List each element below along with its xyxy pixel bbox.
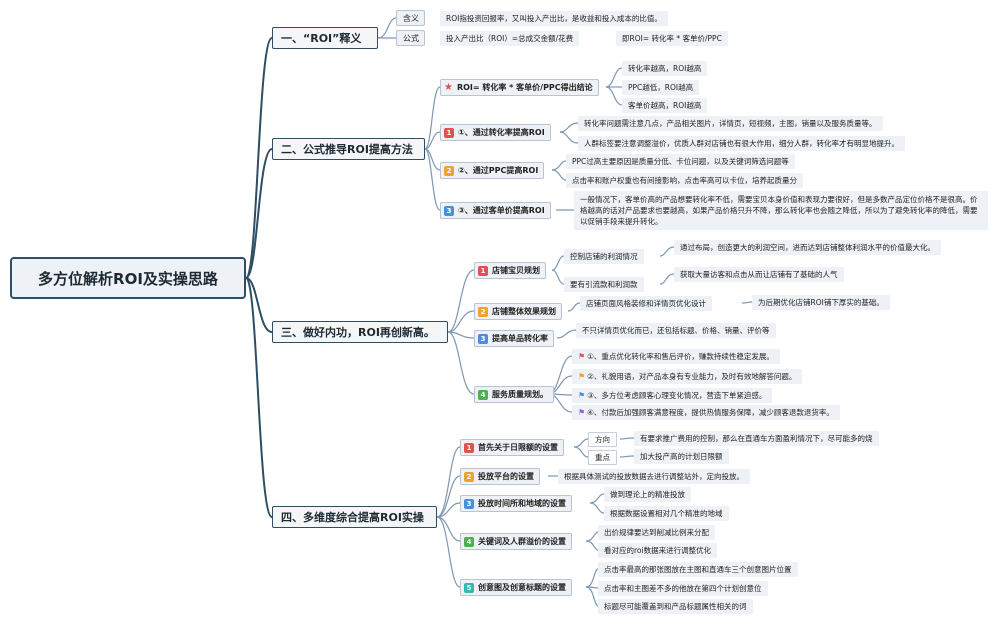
leaf-service-4[interactable]: ⚑④、付款后加强顾客满意程度，提供热情服务保障，减少顾客退款退货率。 (572, 405, 840, 420)
leaf-platform-adjust[interactable]: 根据具体测试的投放数据去进行调整站外，定向投放。 (558, 469, 750, 484)
leaf-profit-layout[interactable]: 通过布局，创造更大的利润空间，进而达到店铺整体利润水平的价值最大化。 (674, 240, 941, 255)
sub-time-region[interactable]: 3 投放时间所和地域的设置 (460, 495, 572, 512)
sub-conversion-method[interactable]: 1 ①、通过转化率提高ROI (440, 124, 551, 141)
leaf-foundation[interactable]: 为后期优化店铺ROI铺下厚实的基础。 (752, 295, 890, 310)
leaf-detail-page-more[interactable]: 不只详情页优化而已，还包括标题、价格、销量、评价等 (576, 323, 776, 338)
leaf-aov-explanation[interactable]: 一般情况下，客单价高的产品想要转化率不低，需要宝贝本身价值和表现力要很好，但是多… (574, 191, 988, 230)
sub-label: 创意图及创意标题的设置 (478, 583, 566, 592)
sub-roi-conclusion[interactable]: ★ROI= 转化率 * 客单价/PPC得出结论 (440, 79, 599, 96)
leaf-ctr-weight[interactable]: 点击率和账户权重也有间接影响，点击率高可以卡位，培养起质量分 (566, 173, 803, 188)
sub-label: ②、通过PPC提高ROI (458, 166, 539, 175)
leaf-aov-higher[interactable]: 客单价越高，ROI越高 (622, 98, 708, 113)
orange-flag-icon: ⚑ (578, 372, 586, 381)
label-direction[interactable]: 方向 (588, 432, 617, 447)
sub-daily-limit[interactable]: 1 首先关于日限额的设置 (460, 439, 564, 456)
leaf-precise-delivery[interactable]: 做到理论上的精准投放 (604, 487, 691, 502)
number-3-icon: 3 (478, 333, 488, 344)
sub-label: 关键词及人群溢价的设置 (478, 537, 566, 546)
sub-single-conversion[interactable]: 3 提高单品转化率 (474, 330, 554, 347)
number-1-icon: 1 (478, 265, 488, 276)
sub-product-planning[interactable]: 1 店铺宝贝规划 (474, 262, 546, 279)
sub-platform-settings[interactable]: 2 投放平台的设置 (460, 468, 540, 485)
leaf-roi-meaning[interactable]: ROI指投资回报率，又叫投入产出比，是收益和投入成本的比值。 (440, 11, 668, 26)
leaf-top-ctr-image[interactable]: 点击率最高的那张图放在主图和直通车三个创意图片位置 (598, 562, 798, 577)
section-1-roi-definition[interactable]: 一、“ROI”释义 (272, 27, 378, 49)
leaf-gain-visitors[interactable]: 获取大量访客和点击从而让店铺有了基础的人气 (674, 267, 844, 282)
sub-label: ①、通过转化率提高ROI (458, 128, 545, 137)
leaf-fourth-creative[interactable]: 点击率和主图差不多的他放在第四个计划创意位 (598, 581, 768, 596)
number-4-icon: 4 (464, 536, 474, 547)
root-topic[interactable]: 多方位解析ROI及实操思路 (10, 257, 246, 299)
sub-label: ROI= 转化率 * 客单价/PPC得出结论 (456, 83, 593, 92)
sub-label: 服务质量规划。 (492, 390, 548, 399)
number-4-icon: 4 (478, 389, 488, 400)
label-formula[interactable]: 公式 (396, 30, 425, 46)
sub-label: 店铺整体效果规划 (492, 307, 556, 316)
number-2-icon: 2 (478, 306, 488, 317)
sub-store-effect-planning[interactable]: 2 店铺整体效果规划 (474, 303, 562, 320)
leaf-ppc-reasons[interactable]: PPC过高主要原因是质量分低、卡位问题，以及关键词筛选问题等 (566, 154, 795, 169)
red-flag-icon: ⚑ (578, 352, 586, 361)
section-3-internal-work[interactable]: 三、做好内功，ROI再创新高。 (272, 321, 448, 343)
number-1-icon: 1 (444, 127, 454, 138)
blue-flag-icon: ⚑ (578, 391, 586, 400)
sub-label: 投放平台的设置 (478, 472, 534, 481)
leaf-precise-regions[interactable]: 根据数据设置相对几个精准的地域 (604, 506, 729, 521)
sub-label: 首先关于日限额的设置 (478, 443, 558, 452)
leaf-increase-limit[interactable]: 加大投产高的计划日限额 (634, 449, 729, 464)
sub-creative-settings[interactable]: 5 创意图及创意标题的设置 (460, 579, 572, 596)
number-1-icon: 1 (464, 442, 474, 453)
leaf-text: ①、重点优化转化率和售后评价，赚款持续性稳定发展。 (587, 352, 774, 361)
leaf-page-style-design[interactable]: 店铺页面风格装修和详情页优化设计 (580, 296, 712, 311)
number-2-icon: 2 (464, 471, 474, 482)
number-3-icon: 3 (444, 205, 454, 216)
leaf-title-keywords[interactable]: 标题尽可能覆盖到和产品标题属性相关的词 (598, 599, 753, 614)
leaf-service-1[interactable]: ⚑①、重点优化转化率和售后评价，赚款持续性稳定发展。 (572, 349, 780, 364)
label-meaning[interactable]: 含义 (396, 10, 425, 26)
leaf-text: ④、付款后加强顾客满意程度，提供热情服务保障，减少顾客退款退货率。 (587, 408, 834, 417)
sub-label: 投放时间所和地域的设置 (478, 499, 566, 508)
sub-ppc-method[interactable]: 2 ②、通过PPC提高ROI (440, 162, 545, 179)
sub-service-quality[interactable]: 4 服务质量规划。 (474, 386, 554, 403)
leaf-service-3[interactable]: ⚑③、多方位考虑顾客心理变化情况，营造下单紧迫感。 (572, 388, 773, 403)
number-5-icon: 5 (464, 582, 474, 593)
purple-flag-icon: ⚑ (578, 408, 586, 417)
sub-keyword-premium[interactable]: 4 关键词及人群溢价的设置 (460, 533, 572, 550)
sub-label: ③、通过客单价提高ROI (458, 206, 545, 215)
leaf-ppc-lower[interactable]: PPC越低，ROI越高 (622, 80, 700, 95)
leaf-roi-formula-derived[interactable]: 即ROI= 转化率 * 客单价/PPC (616, 31, 728, 46)
number-3-icon: 3 (464, 498, 474, 509)
leaf-service-2[interactable]: ⚑②、礼貌用语，对产品本身有专业能力，及时有效地解答问题。 (572, 369, 803, 384)
leaf-bid-pattern[interactable]: 出价规律要达到削减比例来分配 (598, 525, 715, 540)
label-focus[interactable]: 重点 (588, 450, 617, 465)
leaf-audience-premium[interactable]: 人群标签要注意调整溢价，优质人群对店铺也有很大作用，细分人群，转化率才有明显地提… (578, 136, 905, 151)
sub-label: 提高单品转化率 (492, 334, 548, 343)
sub-aov-method[interactable]: 3 ③、通过客单价提高ROI (440, 202, 551, 219)
number-2-icon: 2 (444, 165, 454, 176)
leaf-roi-adjust[interactable]: 看对应的roi数据来进行调整优化 (598, 543, 718, 558)
leaf-text: ③、多方位考虑顾客心理变化情况，营造下单紧迫感。 (587, 391, 767, 400)
sub-label: 店铺宝贝规划 (492, 266, 540, 275)
leaf-profit-control[interactable]: 控制店铺的利润情况 (564, 249, 644, 264)
section-4-practical-ops[interactable]: 四、多维度综合提高ROI实操 (272, 506, 437, 528)
leaf-traffic-profit-items[interactable]: 要有引流款和利润款 (564, 277, 644, 292)
leaf-conversion-notes[interactable]: 转化率问题需注意几点，产品相关图片，详情页，短视频，主图，销量以及服务质量等。 (578, 116, 883, 131)
leaf-text: ②、礼貌用语，对产品本身有专业能力，及时有效地解答问题。 (587, 372, 797, 381)
leaf-conversion-higher[interactable]: 转化率越高，ROI越高 (622, 61, 708, 76)
leaf-spend-control[interactable]: 有要求推广费用的控制，那么在直通车方面盈利情况下，尽可能多的烧 (634, 431, 879, 446)
leaf-roi-formula[interactable]: 投入产出比（ROI）=总成交金额/花费 (440, 31, 580, 46)
section-2-formula-methods[interactable]: 二、公式推导ROI提高方法 (272, 138, 425, 160)
star-icon: ★ (444, 82, 453, 93)
